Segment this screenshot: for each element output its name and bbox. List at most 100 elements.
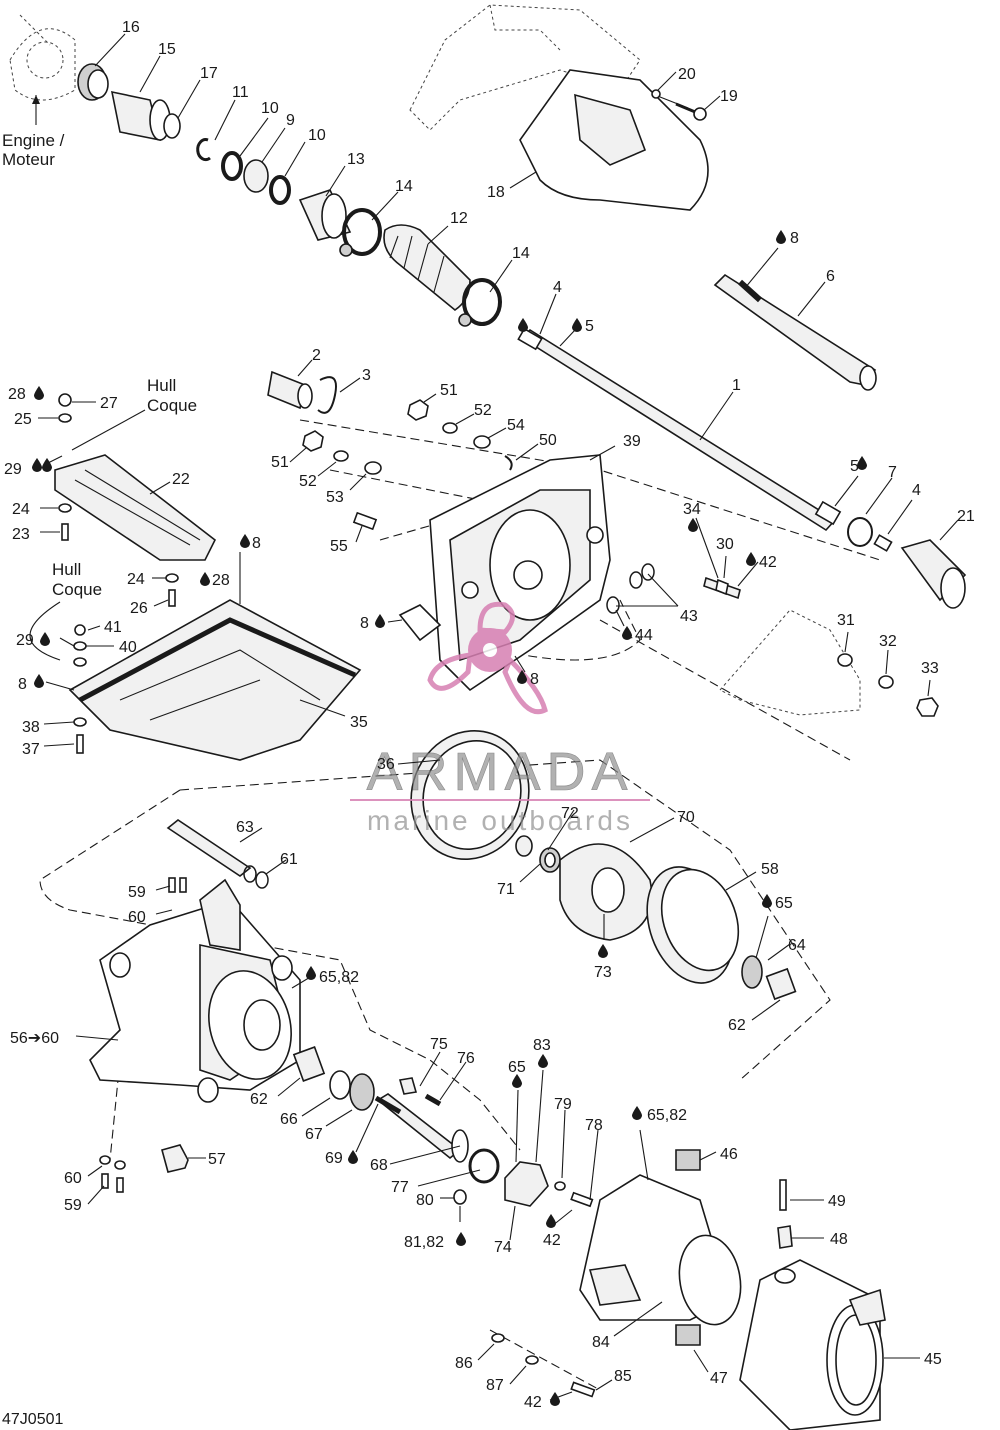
bearings-62-67	[292, 1046, 375, 1111]
callout-65: 65	[508, 1059, 526, 1076]
callout-22: 22	[172, 471, 190, 488]
nut-washers-51-54	[302, 399, 513, 531]
callout-44: 44	[635, 627, 653, 644]
callout-40: 40	[119, 639, 137, 656]
engine-flange	[9, 14, 76, 125]
callout-13: 13	[347, 151, 365, 168]
washers-31-33	[837, 653, 939, 717]
callout-19: 19	[720, 88, 738, 105]
fasteners-23-29	[58, 393, 179, 607]
drop-icon	[200, 572, 210, 586]
callout-69: 69	[325, 1150, 343, 1167]
ring-36	[410, 729, 530, 861]
drop-icon	[40, 632, 50, 646]
callout-49: 49	[828, 1193, 846, 1210]
leader-lines	[29, 33, 959, 1401]
callout-8: 8	[790, 230, 799, 247]
wear-ring-58	[646, 866, 740, 984]
engine-label-line-2: Moteur	[2, 150, 55, 169]
callout-42: 42	[543, 1232, 561, 1249]
bolt-48-49	[777, 1179, 793, 1249]
callout-63: 63	[236, 819, 254, 836]
callout-72: 72	[561, 805, 579, 822]
callout-15: 15	[158, 41, 176, 58]
ring-17	[163, 113, 181, 139]
watermark-logo: ARMADA marine outboards	[350, 601, 650, 836]
clamp-14b	[458, 278, 502, 327]
drop-icon	[32, 458, 42, 472]
callout-12: 12	[450, 210, 468, 227]
callout-46: 46	[720, 1146, 738, 1163]
callout-10: 10	[308, 127, 326, 144]
ring-7-bushing-4	[847, 517, 893, 552]
screws-59-60	[99, 877, 187, 1193]
block-57	[161, 1144, 189, 1173]
callout-84: 84	[592, 1334, 610, 1351]
callout-54: 54	[507, 417, 525, 434]
coupler-16	[77, 63, 109, 101]
callout-67: 67	[305, 1126, 323, 1143]
callout-47: 47	[710, 1370, 728, 1387]
callout-60: 60	[64, 1170, 82, 1187]
callout-32: 32	[879, 633, 897, 650]
ghost-pump-support	[719, 609, 861, 716]
coupler-15	[110, 90, 171, 142]
callout-58: 58	[761, 861, 779, 878]
callout-28: 28	[212, 572, 230, 589]
callout-56-to-60: 56➔60	[10, 1030, 59, 1047]
bearing-62-64	[741, 955, 797, 1001]
hull-label-top-line-1: Hull	[147, 376, 176, 395]
screw-75-76	[398, 1077, 442, 1107]
drop-icon	[572, 318, 582, 332]
drop-icon	[622, 626, 632, 640]
venturi-84	[579, 1149, 742, 1346]
callout-62: 62	[250, 1091, 268, 1108]
callout-1: 1	[732, 377, 741, 394]
callout-14: 14	[512, 245, 530, 262]
drop-icon	[512, 1074, 522, 1088]
callout-24: 24	[127, 571, 145, 588]
engine-label-line-1: Engine /	[2, 131, 65, 150]
callout-81-82: 81,82	[404, 1234, 444, 1251]
nozzle-45	[739, 1259, 886, 1430]
callout-74: 74	[494, 1239, 512, 1256]
drop-icon	[518, 318, 528, 332]
propeller-icon	[427, 601, 548, 715]
callout-61: 61	[280, 851, 298, 868]
callout-30: 30	[716, 536, 734, 553]
callout-71: 71	[497, 881, 515, 898]
callout-39: 39	[623, 433, 641, 450]
callout-55: 55	[330, 538, 348, 555]
callout-24: 24	[12, 501, 30, 518]
callout-9: 9	[286, 112, 295, 129]
callout-51: 51	[271, 454, 289, 471]
callout-73: 73	[594, 964, 612, 981]
drop-icon	[776, 230, 786, 244]
callout-83: 83	[533, 1037, 551, 1054]
drop-icon	[375, 614, 385, 628]
callout-75: 75	[430, 1036, 448, 1053]
callout-45: 45	[924, 1351, 942, 1368]
diagram-code: 47J0501	[2, 1411, 63, 1428]
oring-77	[468, 1148, 500, 1184]
callout-68: 68	[370, 1157, 388, 1174]
callout-21: 21	[957, 508, 975, 525]
callout-53: 53	[326, 489, 344, 506]
callout-14: 14	[395, 178, 413, 195]
callout-65: 65	[775, 895, 793, 912]
shaft-68	[374, 1093, 469, 1163]
callout-65-82: 65,82	[647, 1107, 687, 1124]
callout-59: 59	[64, 1197, 82, 1214]
callout-77: 77	[391, 1179, 409, 1196]
callout-3: 3	[362, 367, 371, 384]
callout-37: 37	[22, 741, 40, 758]
callout-7: 7	[888, 464, 897, 481]
callout-25: 25	[14, 411, 32, 428]
seal-21	[900, 539, 967, 609]
circlip-11	[196, 138, 211, 162]
callout-86: 86	[455, 1355, 473, 1372]
callout-2: 2	[312, 347, 321, 364]
cover-18	[519, 69, 709, 211]
callout-41: 41	[104, 619, 122, 636]
